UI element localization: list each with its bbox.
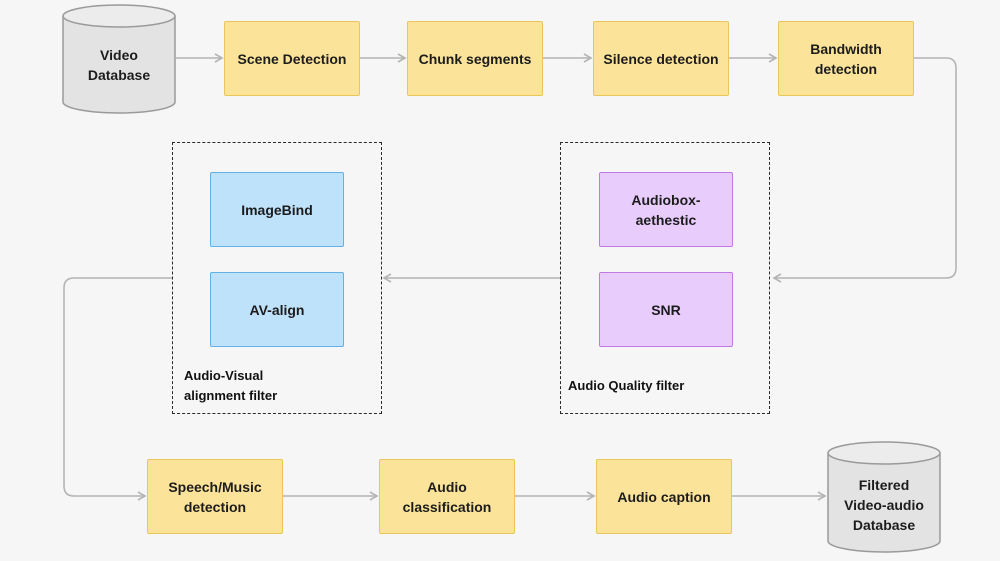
audiobox-aesthetic-filter[interactable]: Audiobox- aethestic xyxy=(599,172,733,247)
arrow-bandwidth-to-quality xyxy=(772,57,957,283)
audio-caption-step[interactable]: Audio caption xyxy=(596,459,732,534)
bandwidth-detection-step[interactable]: Bandwidth detection xyxy=(778,21,914,96)
database-cylinder-icon xyxy=(827,441,941,553)
silence-detection-step[interactable]: Silence detection xyxy=(593,21,729,96)
arrow-av-to-speech xyxy=(63,277,172,501)
snr-filter[interactable]: SNR xyxy=(599,272,733,347)
database-cylinder-icon xyxy=(62,4,176,114)
speech-music-detection-step[interactable]: Speech/Music detection xyxy=(147,459,283,534)
video-database-label: Video Database xyxy=(87,47,151,83)
imagebind-filter[interactable]: ImageBind xyxy=(210,172,344,247)
filtered-database-label: Filtered Video-audio Database xyxy=(844,477,924,533)
audio-quality-filter-label: Audio Quality filter xyxy=(568,378,685,393)
chunk-segments-step[interactable]: Chunk segments xyxy=(407,21,543,96)
audio-visual-alignment-filter xyxy=(172,142,382,414)
audio-visual-filter-label: Audio-Visual alignment filter xyxy=(184,368,278,403)
audio-quality-filter xyxy=(560,142,770,414)
filtered-video-audio-database: Filtered Video-audio Database xyxy=(827,441,941,553)
scene-detection-step[interactable]: Scene Detection xyxy=(224,21,360,96)
video-database: Video Database xyxy=(62,4,176,114)
av-align-filter[interactable]: AV-align xyxy=(210,272,344,347)
audio-classification-step[interactable]: Audio classification xyxy=(379,459,515,534)
